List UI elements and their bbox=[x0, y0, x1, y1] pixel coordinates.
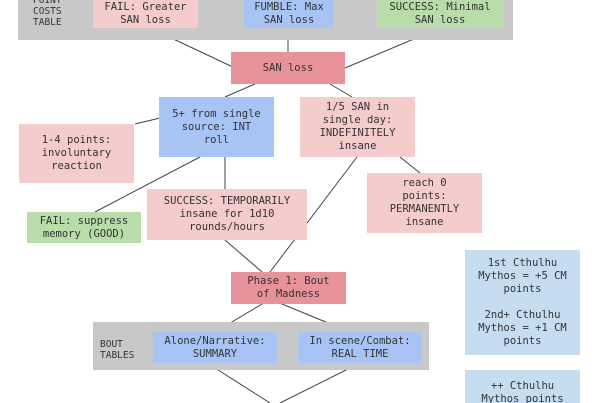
edge-fifth-san-to-phase1 bbox=[269, 156, 358, 273]
san-loss-node: SAN loss bbox=[231, 52, 345, 84]
in-scene-combat-real-time-node: In scene/Combat: REAL TIME bbox=[298, 332, 422, 363]
edge-fifth-san-to-reach-zero bbox=[399, 156, 421, 174]
five-plus-int-roll-node: 5+ from single source: INT roll bbox=[159, 97, 274, 157]
phase-1-bout-of-madness-node: Phase 1: Bout of Madness bbox=[231, 272, 346, 304]
edge-in-scene-down bbox=[279, 367, 351, 403]
fail-suppress-memory-node: FAIL: suppress memory (GOOD) bbox=[27, 212, 141, 243]
edge-five-plus-to-fail-suppress bbox=[94, 156, 201, 213]
cthulhu-mythos-points-box-2: ++ Cthulhu Mythos points bbox=[465, 370, 580, 403]
one-to-four-points-node: 1-4 points: involuntary reaction bbox=[19, 124, 134, 183]
edge-san-loss-to-five-plus bbox=[224, 83, 256, 98]
bout-tables-label: BOUT TABLES bbox=[100, 339, 135, 361]
edge-success-temp-to-phase1 bbox=[224, 239, 263, 273]
reach-zero-permanently-insane-node: reach 0 points: PERMANENTLY insane bbox=[367, 173, 482, 233]
success-minimal-san-loss-node: SUCCESS: Minimal SAN loss bbox=[377, 0, 503, 28]
fail-greater-san-loss-node: FAIL: Greater SAN loss bbox=[93, 0, 198, 28]
fifth-san-indefinitely-insane-node: 1/5 SAN in single day: INDEFINITELY insa… bbox=[300, 97, 415, 157]
cthulhu-mythos-points-box: 1st Cthulhu Mythos = +5 CM points 2nd+ C… bbox=[465, 250, 580, 355]
point-costs-table-label: POINT COSTS TABLE bbox=[33, 0, 62, 28]
fumble-max-san-loss-node: FUMBLE: Max SAN loss bbox=[244, 0, 334, 28]
edge-alone-down bbox=[214, 367, 271, 403]
edge-san-loss-to-fifth-san bbox=[329, 83, 353, 98]
success-temporarily-insane-node: SUCCESS: TEMPORARILY insane for 1d10 rou… bbox=[147, 189, 307, 240]
alone-narrative-summary-node: Alone/Narrative: SUMMARY bbox=[153, 332, 277, 363]
edge-five-plus-to-one-four bbox=[134, 117, 161, 125]
